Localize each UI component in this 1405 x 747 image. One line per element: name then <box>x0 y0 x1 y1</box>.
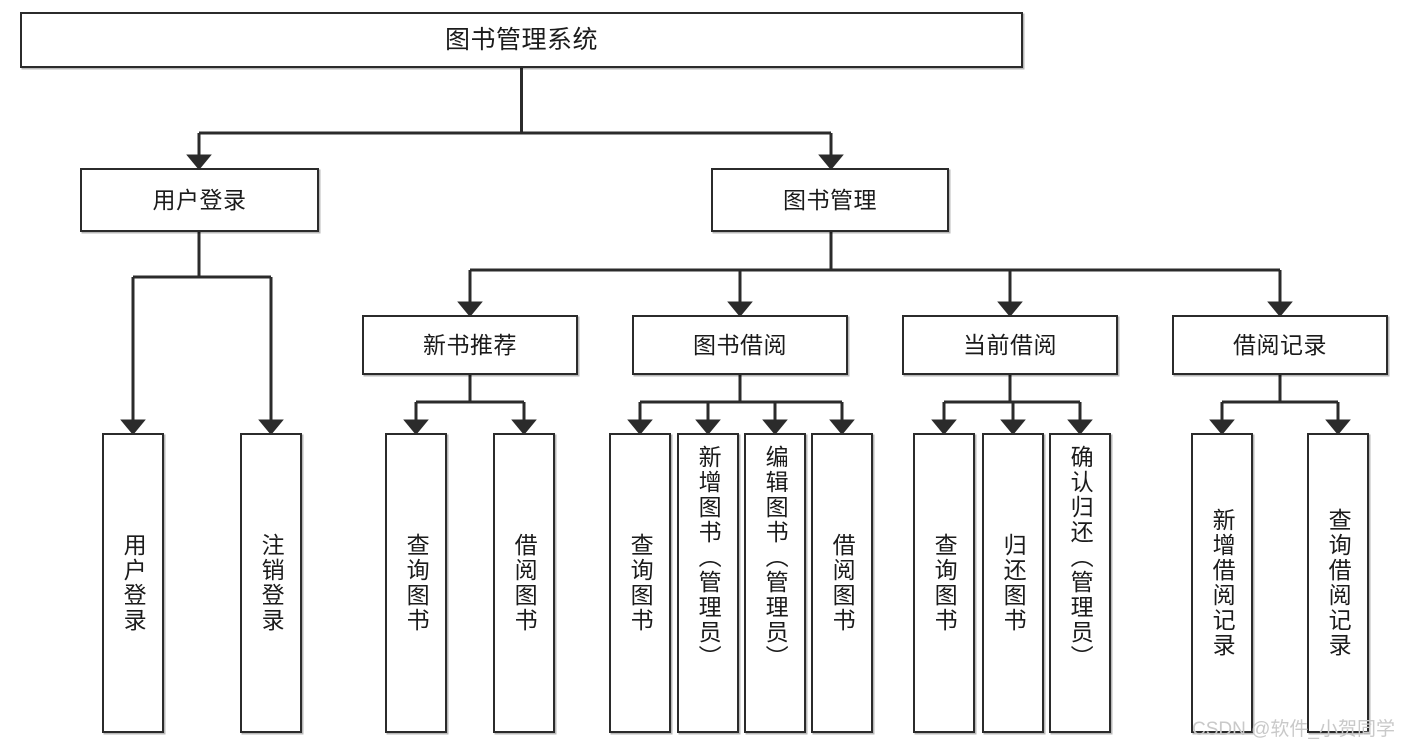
node-root-system-label: 图书管理系统 <box>444 25 598 54</box>
node-root-system[interactable]: 图书管理系统 <box>20 12 1023 68</box>
node-book-management[interactable]: 图书管理 <box>711 168 949 232</box>
node-leaf-return-book[interactable]: 归还图书 <box>982 433 1044 733</box>
node-leaf-return-book-label: 归还图书 <box>1000 533 1027 633</box>
node-leaf-query-book-3[interactable]: 查询图书 <box>913 433 975 733</box>
node-leaf-add-book-label: 新增图书（管理员） <box>695 445 722 670</box>
node-borrow-record[interactable]: 借阅记录 <box>1172 315 1388 375</box>
node-leaf-add-borrow-record[interactable]: 新增借阅记录 <box>1191 433 1253 733</box>
node-leaf-borrow-book-1-label: 借阅图书 <box>511 533 538 633</box>
node-leaf-borrow-book-2-label: 借阅图书 <box>829 533 856 633</box>
node-leaf-logout-login-label: 注销登录 <box>258 533 285 633</box>
node-book-borrow-label: 图书借阅 <box>693 331 787 358</box>
node-leaf-add-book[interactable]: 新增图书（管理员） <box>677 433 739 733</box>
node-user-login-label: 用户登录 <box>152 186 247 213</box>
node-leaf-add-borrow-record-label: 新增借阅记录 <box>1209 508 1236 658</box>
node-leaf-borrow-book-1[interactable]: 借阅图书 <box>493 433 555 733</box>
node-new-book-recommend-label: 新书推荐 <box>423 331 517 358</box>
node-leaf-query-borrow-record[interactable]: 查询借阅记录 <box>1307 433 1369 733</box>
node-user-login[interactable]: 用户登录 <box>80 168 319 232</box>
node-leaf-query-book-3-label: 查询图书 <box>931 533 958 633</box>
node-leaf-query-borrow-record-label: 查询借阅记录 <box>1325 508 1352 658</box>
node-leaf-query-book-1-label: 查询图书 <box>403 533 430 633</box>
node-current-borrow-label: 当前借阅 <box>963 331 1057 358</box>
node-new-book-recommend[interactable]: 新书推荐 <box>362 315 578 375</box>
node-leaf-edit-book[interactable]: 编辑图书（管理员） <box>744 433 806 733</box>
node-leaf-borrow-book-2[interactable]: 借阅图书 <box>811 433 873 733</box>
node-book-borrow[interactable]: 图书借阅 <box>632 315 848 375</box>
csdn-watermark: CSDN @软件_小贺同学 <box>1192 719 1395 740</box>
node-leaf-confirm-return-label: 确认归还（管理员） <box>1067 445 1094 670</box>
node-book-management-label: 图书管理 <box>783 186 877 213</box>
node-leaf-user-login-label: 用户登录 <box>120 533 147 633</box>
node-borrow-record-label: 借阅记录 <box>1233 331 1327 358</box>
node-leaf-edit-book-label: 编辑图书（管理员） <box>762 445 789 670</box>
node-leaf-confirm-return[interactable]: 确认归还（管理员） <box>1049 433 1111 733</box>
node-leaf-query-book-2[interactable]: 查询图书 <box>609 433 671 733</box>
node-current-borrow[interactable]: 当前借阅 <box>902 315 1118 375</box>
node-leaf-query-book-1[interactable]: 查询图书 <box>385 433 447 733</box>
node-leaf-user-login[interactable]: 用户登录 <box>102 433 164 733</box>
node-leaf-logout-login[interactable]: 注销登录 <box>240 433 302 733</box>
node-leaf-query-book-2-label: 查询图书 <box>627 533 654 633</box>
